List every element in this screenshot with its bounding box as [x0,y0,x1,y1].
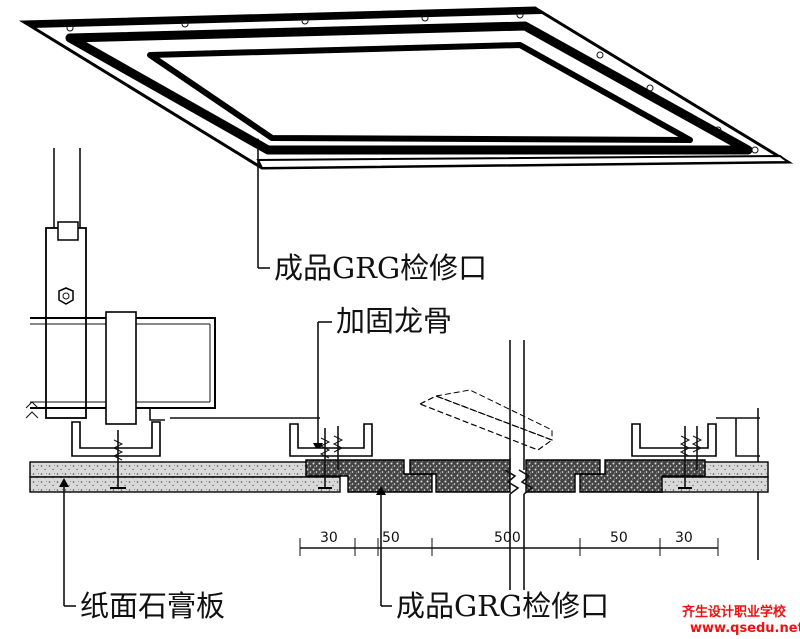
dimension-label: 50 [382,530,400,546]
reinforce-callout-label: 加固龙骨 [336,304,452,338]
dimension-label: 30 [675,530,693,546]
gypsum-callout-label: 纸面石膏板 [80,589,225,623]
screw [318,428,332,489]
dimension-label: 500 [494,530,521,546]
isometric-access-panel [18,6,794,170]
dimension-label: 30 [320,530,338,546]
section-detail [25,148,769,590]
screw [110,430,126,489]
watermark-text: 齐生设计职业学校 [682,604,787,620]
bottom-callout-label: 成品GRG检修口 [396,589,609,623]
bottom-callout-leader [376,486,392,607]
gypsum-callout-leader [59,478,76,607]
screw [678,426,692,489]
top-callout-leader [253,138,270,269]
screw [691,426,703,470]
reinforce-callout-leader [313,321,332,452]
dimension-label: 50 [610,530,628,546]
dimension-line: 30 50 500 50 30 [299,530,719,556]
screw [332,426,344,470]
watermark-url: www.qsedu.net [690,621,800,636]
top-callout-label: 成品GRG检修口 [274,251,487,285]
